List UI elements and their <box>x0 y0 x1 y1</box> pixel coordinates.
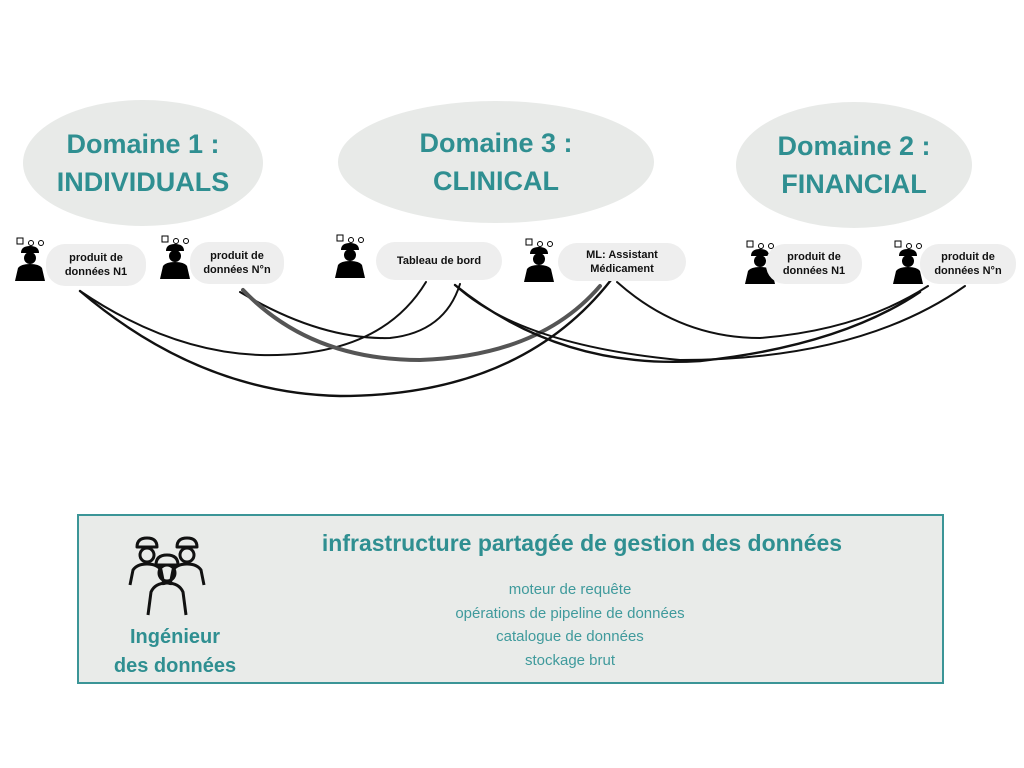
infrastructure-component: moteur de requête <box>508 581 632 598</box>
domain-clinical: Domaine 3 : CLINICAL <box>338 101 654 223</box>
arc-tableau-to-fin-nn <box>454 284 966 362</box>
arc-nn-to-tableau <box>239 283 461 340</box>
engineer-team-icon <box>117 535 217 617</box>
infrastructure-component: stockage brut <box>524 651 616 669</box>
arc-n1-to-ml <box>78 278 613 398</box>
domain-name: FINANCIAL <box>781 169 927 199</box>
shared-infrastructure-box <box>77 514 944 684</box>
data-engineer-icon <box>11 237 51 283</box>
infrastructure-title: infrastructure partagée de gestion des d… <box>321 530 843 556</box>
arc-tableau-to-fin-n1 <box>453 283 922 364</box>
domain-number: Domaine 2 : <box>777 131 931 161</box>
arc-ml-to-fin-nn <box>616 281 929 340</box>
data-engineer-icon <box>156 235 196 281</box>
domain-financial: Domaine 2 : FINANCIAL <box>736 102 972 228</box>
arc-nn-to-ml-highlight <box>241 284 602 363</box>
infrastructure-component: catalogue de données <box>496 628 644 645</box>
data-engineer-icon <box>520 238 560 284</box>
domain-number: Domaine 3 : <box>419 128 573 158</box>
arc-n1-to-tableau <box>79 281 427 357</box>
data-engineer-icon <box>889 240 929 286</box>
data-engineer-role: Ingénieur des données <box>113 626 237 677</box>
domain-number: Domaine 1 : <box>66 129 220 159</box>
infrastructure-component-list: moteur de requête opérations de pipeline… <box>370 578 770 672</box>
domain-name: CLINICAL <box>433 166 559 196</box>
domain-individuals: Domaine 1 : INDIVIDUALS <box>23 100 263 226</box>
data-engineer-icon <box>331 234 371 280</box>
data-product-pill: Tableau de bord <box>376 242 502 280</box>
domain-name: INDIVIDUALS <box>56 167 230 197</box>
infrastructure-component: opérations de pipeline de données <box>455 604 685 622</box>
